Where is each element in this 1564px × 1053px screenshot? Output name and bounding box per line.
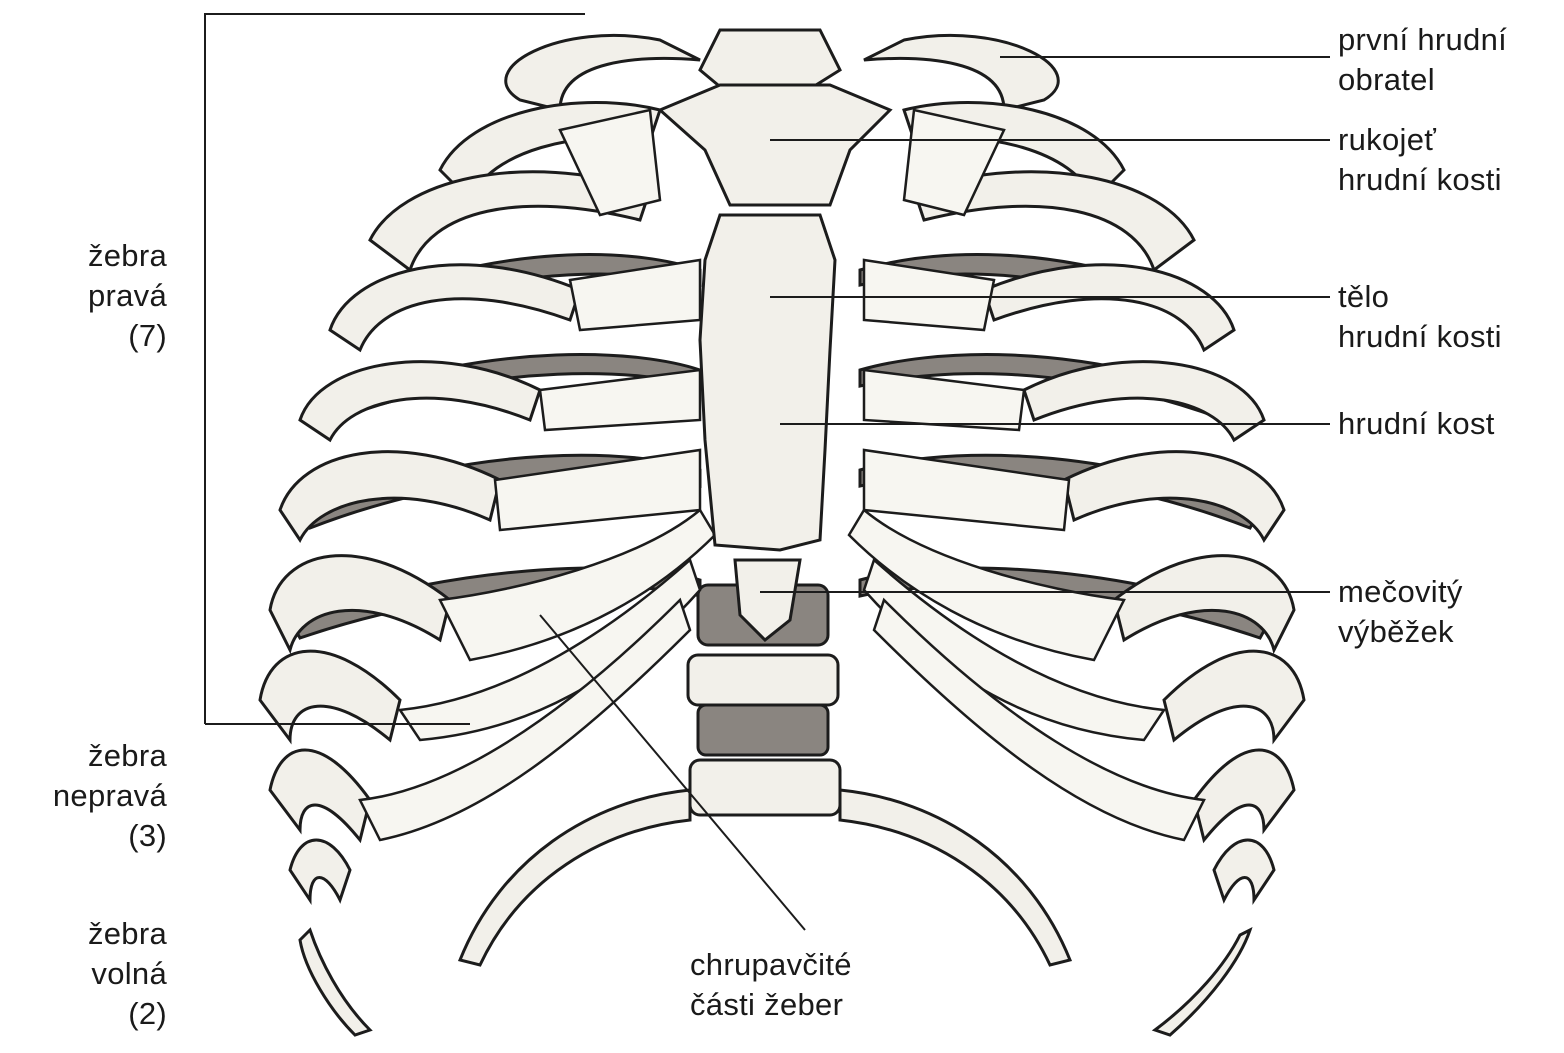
bracket-true-ribs: [205, 14, 585, 724]
label-false-ribs: žebra nepravá (3): [53, 736, 167, 856]
label-costal-cartilage: chrupavčité části žeber: [690, 945, 852, 1025]
label-first-thoracic-vertebra: první hrudní obratel: [1338, 20, 1507, 100]
label-sternum-body: tělo hrudní kosti: [1338, 277, 1502, 357]
label-true-ribs: žebra pravá (7): [88, 236, 167, 356]
label-manubrium: rukojeť hrudní kosti: [1338, 120, 1502, 200]
leader-costal-cartilage: [540, 615, 805, 930]
label-xiphoid: mečovitý výběžek: [1338, 572, 1463, 652]
label-sternum: hrudní kost: [1338, 404, 1495, 444]
label-floating-ribs: žebra volná (2): [88, 914, 167, 1034]
